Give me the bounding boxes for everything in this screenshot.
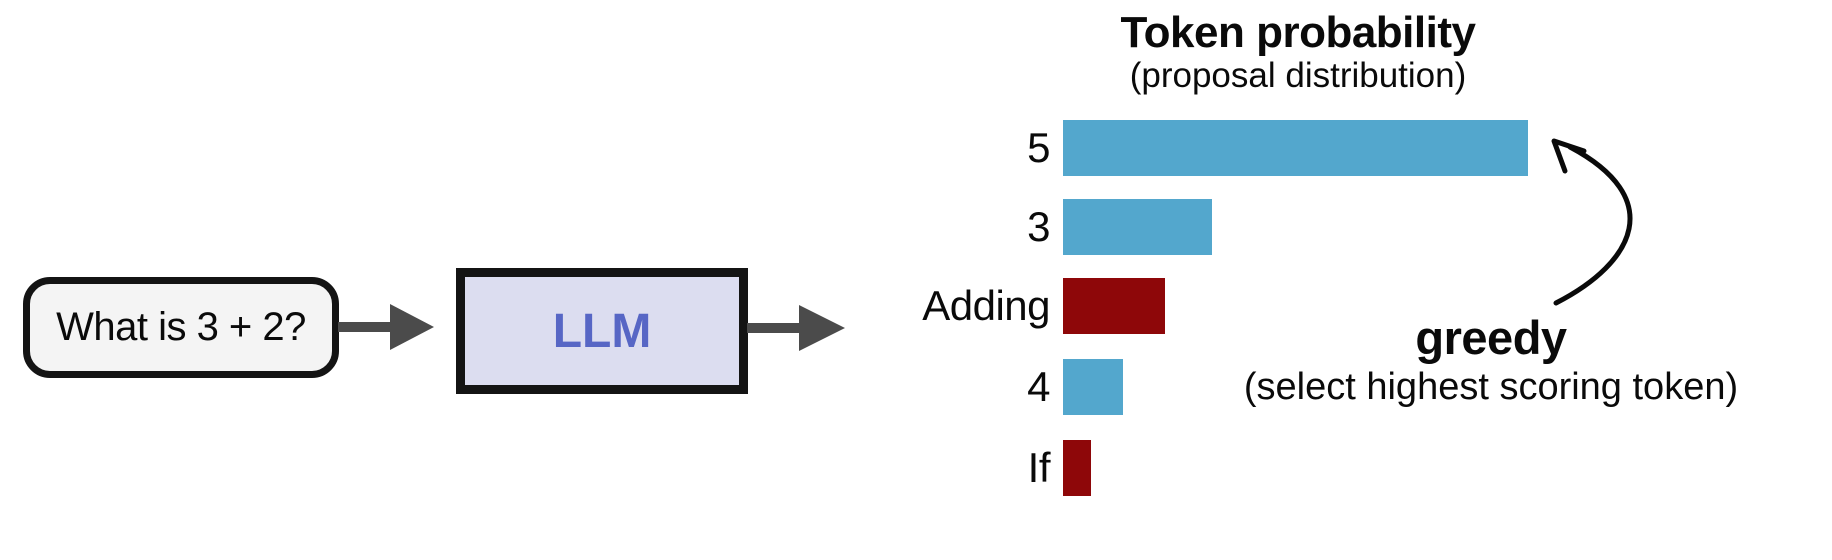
bar-row: 5 [855, 120, 1528, 176]
bar-row: If [855, 440, 1091, 496]
bar-label: 5 [1027, 124, 1050, 171]
greedy-sublabel: (select highest scoring token) [1243, 366, 1739, 408]
bar [1063, 359, 1123, 415]
bar-label: If [1027, 444, 1051, 491]
bar-row: Adding [855, 278, 1165, 334]
chart-subtitle: (proposal distribution) [1129, 56, 1467, 95]
greedy-label: greedy [1415, 311, 1567, 364]
arrow-right-icon [747, 305, 845, 351]
prompt-box: What is 3 + 2? [23, 277, 339, 378]
bar-label: 4 [1027, 363, 1050, 410]
bar [1063, 278, 1165, 334]
prompt-text: What is 3 + 2? [56, 305, 306, 349]
bar [1063, 440, 1091, 496]
bar-label: Adding [922, 282, 1050, 329]
bar-row: 3 [855, 199, 1212, 255]
bar [1063, 120, 1528, 176]
llm-box: LLM [456, 268, 748, 394]
arrow-right-icon [338, 304, 434, 350]
bar-row: 4 [855, 359, 1123, 415]
bar [1063, 199, 1212, 255]
bar-label: 3 [1027, 203, 1050, 250]
llm-label: LLM [552, 304, 652, 358]
curved-arrow-icon [1551, 138, 1633, 306]
chart-title: Token probability [1120, 8, 1476, 57]
